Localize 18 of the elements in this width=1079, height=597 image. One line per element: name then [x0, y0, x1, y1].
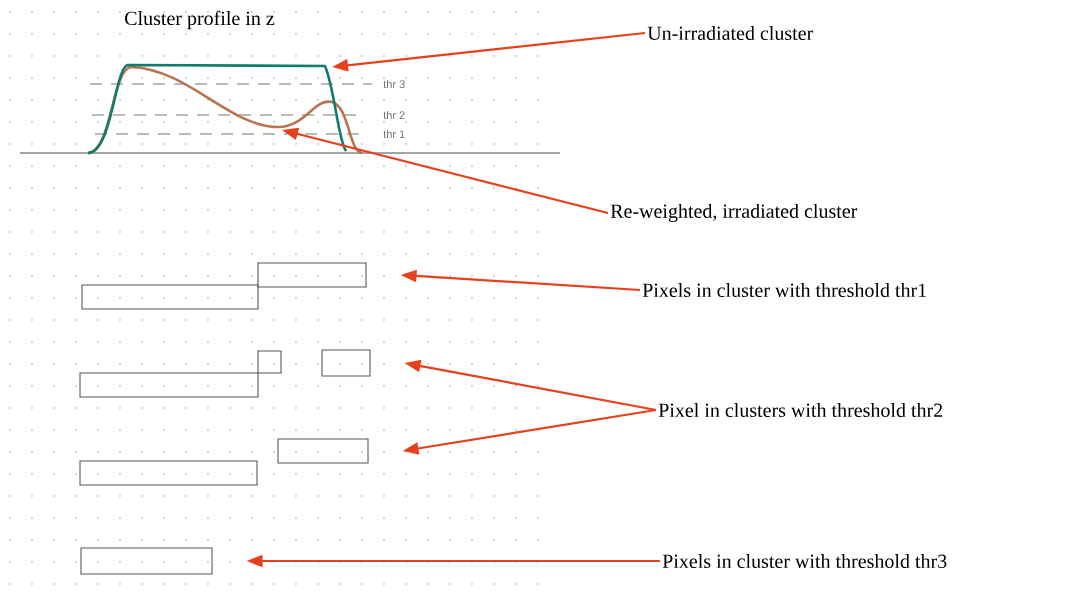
- callout-text: Pixels in cluster with threshold thr1: [642, 282, 926, 298]
- callout-text: Un-irradiated cluster: [647, 25, 814, 41]
- pixel-box: [79, 460, 258, 486]
- threshold-label: thr 2: [383, 110, 405, 119]
- threshold-label: thr 1: [383, 129, 405, 138]
- pixel-box: [80, 547, 213, 575]
- callout-text: Re-weighted, irradiated cluster: [610, 203, 858, 223]
- pixel-box: [81, 284, 259, 310]
- pixel-box: [321, 349, 371, 377]
- pixel-box: [257, 262, 367, 288]
- pixel-box: [79, 372, 259, 398]
- pixel-box: [277, 438, 369, 464]
- pixel-box: [257, 350, 282, 374]
- title: Cluster profile in z: [125, 10, 275, 30]
- callout-text: Pixel in clusters with threshold thr2: [658, 402, 943, 417]
- profile-drawing: [87, 63, 373, 155]
- threshold-label: thr 3: [383, 79, 405, 89]
- callout-text: Pixels in cluster with threshold thr3: [662, 553, 947, 568]
